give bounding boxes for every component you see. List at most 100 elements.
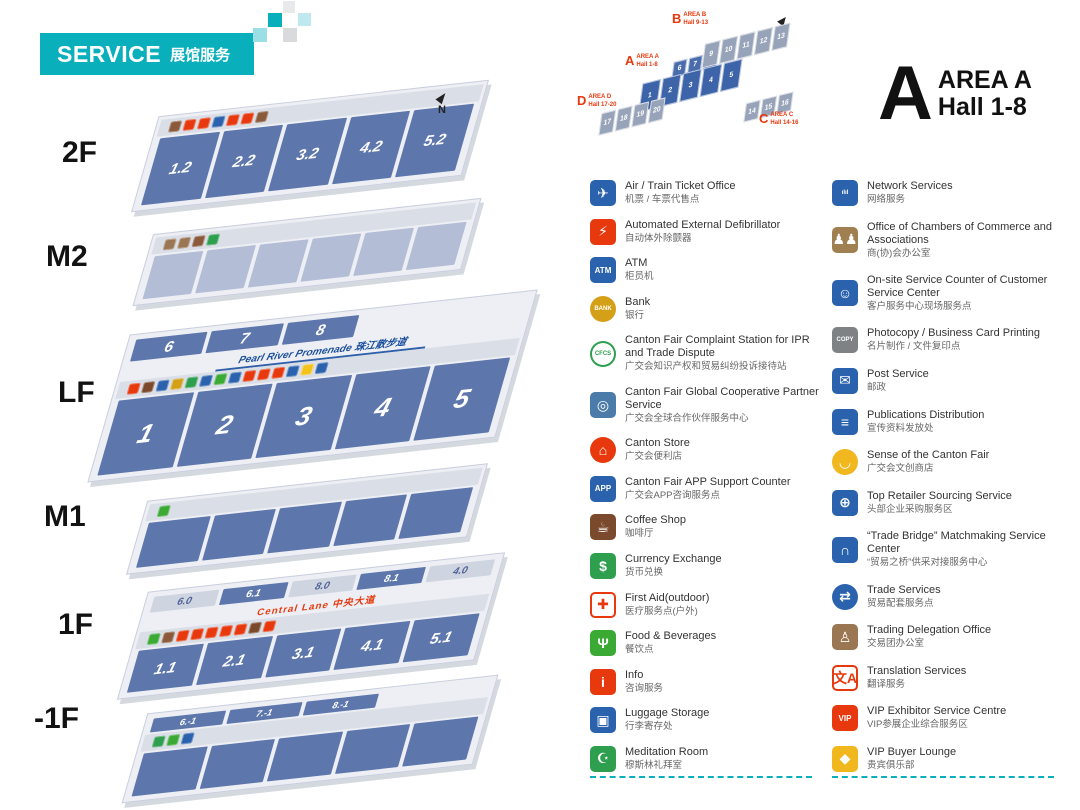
minimap-hall-4: 4 bbox=[699, 63, 723, 98]
meditation-room-icon bbox=[151, 735, 166, 748]
floor-label-b1f: -1F bbox=[34, 702, 79, 735]
luggage-storage-icon: ▣ bbox=[590, 707, 616, 734]
floor-label-2f: 2F bbox=[62, 136, 98, 169]
legend-label-en: Trading Delegation Office bbox=[867, 624, 992, 637]
hall-unlabeled bbox=[402, 716, 479, 767]
post-service-icon bbox=[198, 374, 214, 387]
legend-label-zh: 商(协)会办公室 bbox=[867, 247, 931, 259]
vip-buyer-lounge-icon: ◆ bbox=[832, 745, 858, 772]
minimap-hall-20: 20 bbox=[647, 97, 666, 124]
legend-text-first-aid-outdoor: First Aid(outdoor)医疗服务点(户外) bbox=[625, 592, 709, 618]
meditation-room-icon bbox=[254, 110, 270, 124]
floor-label-1f: 1F bbox=[58, 608, 94, 641]
legend-label-en: VIP Exhibitor Service Centre bbox=[867, 705, 1007, 718]
legend-label-en: Office of Chambers of Commerce and Assoc… bbox=[867, 220, 1053, 246]
north-compass: N bbox=[435, 90, 449, 116]
legend-item-onsite-service-counter: ☺On-site Service Counter of Customer Ser… bbox=[832, 274, 1072, 313]
floor-label-m2: M2 bbox=[46, 240, 88, 273]
legend-text-chambers-office: Office of Chambers of Commerce and Assoc… bbox=[867, 221, 1072, 260]
minimap-hall-13: 13 bbox=[771, 22, 791, 52]
hall-unlabeled bbox=[131, 746, 208, 797]
legend-label-zh: 交易团办公室 bbox=[867, 638, 925, 650]
network-services-icon: ılıl bbox=[832, 180, 858, 206]
legend-label-zh: 行李寄存处 bbox=[625, 721, 673, 733]
hall-2.1: 2.1 bbox=[195, 636, 273, 686]
service-banner: SERVICE 展馆服务 bbox=[40, 33, 254, 75]
compass-label: N bbox=[438, 104, 446, 116]
deco-square bbox=[283, 1, 295, 13]
legend-label-zh: 客户服务中心现场服务点 bbox=[867, 300, 972, 312]
hall-unlabeled bbox=[199, 738, 276, 789]
legend-label-en: Photocopy / Business Card Printing bbox=[867, 327, 1041, 340]
minimap-hall-18: 18 bbox=[614, 105, 633, 132]
deco-square bbox=[253, 28, 267, 42]
floor-plate-m2 bbox=[132, 197, 482, 307]
hall-4.1: 4.1 bbox=[333, 620, 411, 670]
currency-exchange-icon bbox=[184, 376, 199, 389]
legend-label-zh: 邮政 bbox=[867, 381, 887, 393]
legend-label-en: Canton Fair Global Cooperative Partner S… bbox=[625, 385, 819, 411]
aed-icon bbox=[196, 117, 212, 130]
trade-services-icon bbox=[285, 365, 300, 378]
legend-label-en: VIP Buyer Lounge bbox=[867, 746, 957, 759]
legend-label-en: Meditation Room bbox=[625, 746, 709, 759]
minimap-area-name: AREA C bbox=[770, 112, 794, 118]
minimap-area-letter: B bbox=[672, 11, 682, 26]
minimap-hall-9: 9 bbox=[701, 39, 721, 69]
aed-icon bbox=[204, 626, 219, 639]
legend-label-zh: 柜员机 bbox=[625, 271, 654, 283]
info-icon bbox=[126, 382, 141, 395]
hall-unlabeled bbox=[247, 239, 309, 288]
minimap-hall-range: Hall 9-13 bbox=[683, 19, 709, 26]
legend-label-en: ATM bbox=[625, 257, 648, 270]
bank-icon bbox=[169, 377, 185, 391]
area-letter: A bbox=[878, 51, 933, 136]
area-hall-range: Hall 1-8 bbox=[937, 93, 1027, 122]
area-name: AREA A bbox=[937, 66, 1032, 95]
banner-subtitle: 展馆服务 bbox=[170, 46, 231, 64]
hall-unlabeled bbox=[332, 494, 408, 547]
floor-plate-m1 bbox=[125, 463, 489, 575]
first-aid-icon bbox=[218, 624, 234, 638]
legend-label-zh: 贸易配套服务点 bbox=[867, 597, 934, 609]
food-beverages-icon bbox=[213, 373, 228, 386]
minimap-hall-17: 17 bbox=[598, 109, 617, 136]
legend-label-en: Canton Fair Complaint Station for IPR an… bbox=[625, 334, 810, 360]
legend-label-en: “Trade Bridge” Matchmaking Service Cente… bbox=[867, 530, 1046, 556]
canton-store-icon bbox=[175, 629, 190, 642]
legend-label-en: Network Services bbox=[867, 180, 953, 193]
coffee-shop-icon bbox=[247, 621, 263, 634]
global-cooperative-partner-icon: ◎ bbox=[590, 392, 616, 419]
hall-unlabeled bbox=[405, 221, 467, 271]
legend-label-zh: 广交会全球合作伙伴服务中心 bbox=[625, 412, 749, 424]
minimap-hall-range: Hall 17-20 bbox=[588, 101, 617, 108]
legend-label-zh: “贸易之桥”供采对接服务中心 bbox=[867, 557, 988, 569]
canton-store-icon bbox=[240, 112, 255, 125]
hall-unlabeled bbox=[201, 508, 277, 561]
legend-label-zh: 广交会文创商店 bbox=[867, 463, 934, 475]
